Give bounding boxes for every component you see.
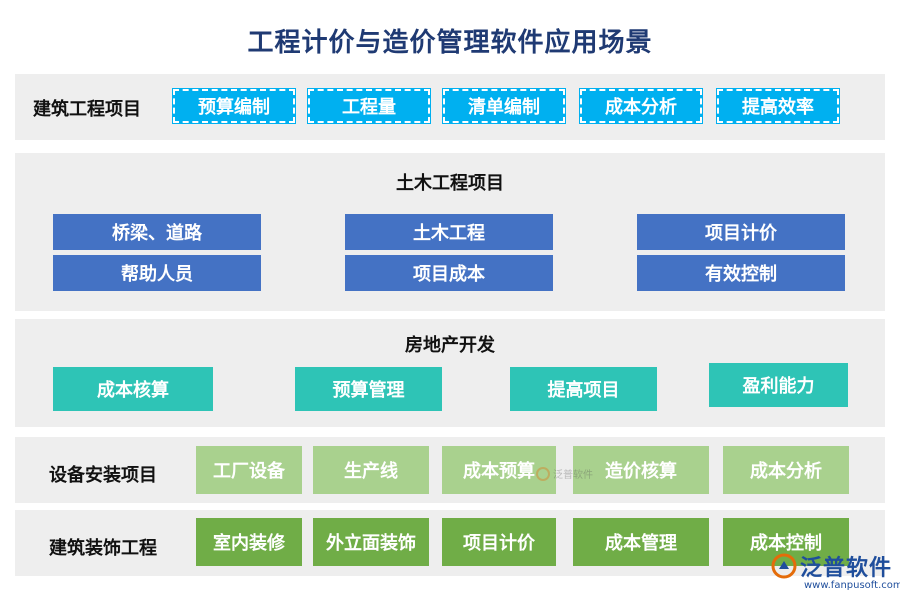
building-label: 建筑工程项目 [33, 99, 141, 120]
fanpu-logo-icon [771, 553, 797, 579]
building-item-cost-analysis: 成本分析 [579, 88, 703, 124]
watermark-icon [536, 466, 550, 481]
building-item-efficiency: 提高效率 [716, 88, 840, 124]
decoration-item-cost-mgmt: 成本管理 [573, 518, 709, 566]
civil-item-pricing: 项目计价 [637, 214, 845, 250]
equipment-item-production-line: 生产线 [313, 446, 429, 494]
building-item-budgeting: 预算编制 [172, 88, 296, 124]
realestate-item-budget-mgmt: 预算管理 [295, 367, 442, 411]
realestate-item-improve-project: 提高项目 [510, 367, 657, 411]
decoration-item-cost-control: 成本控制 [723, 518, 849, 566]
realestate-heading: 房地产开发 [405, 335, 495, 356]
realestate-panel: 房地产开发 成本核算 预算管理 提高项目 盈利能力 [15, 319, 885, 427]
civil-item-effective-control: 有效控制 [637, 255, 845, 291]
civil-item-civil-works: 土木工程 [345, 214, 553, 250]
realestate-item-profitability: 盈利能力 [709, 363, 848, 407]
decoration-item-pricing: 项目计价 [442, 518, 556, 566]
watermark-text: 泛普软件 [553, 470, 593, 481]
building-item-quantity: 工程量 [307, 88, 431, 124]
civil-panel: 土木工程项目 桥梁、道路 土木工程 项目计价 帮助人员 项目成本 有效控制 [15, 153, 885, 311]
page-title: 工程计价与造价管理软件应用场景 [247, 28, 653, 58]
watermark: 泛普软件 [536, 466, 593, 481]
civil-item-project-cost: 项目成本 [345, 255, 553, 291]
brand-logo: 泛普软件 www.fanpusoft.com [770, 550, 900, 595]
building-panel: 建筑工程项目 预算编制 工程量 清单编制 成本分析 提高效率 [15, 74, 885, 140]
realestate-item-cost-accounting: 成本核算 [53, 367, 213, 411]
equipment-label: 设备安装项目 [49, 465, 157, 486]
equipment-item-factory: 工厂设备 [196, 446, 302, 494]
equipment-item-cost-accounting: 造价核算 [573, 446, 709, 494]
equipment-item-cost-analysis: 成本分析 [723, 446, 849, 494]
decoration-panel: 建筑装饰工程 室内装修 外立面装饰 项目计价 成本管理 成本控制 [15, 510, 885, 576]
decoration-label: 建筑装饰工程 [49, 538, 157, 559]
civil-heading: 土木工程项目 [396, 173, 504, 194]
building-item-bill: 清单编制 [442, 88, 566, 124]
decoration-item-facade: 外立面装饰 [313, 518, 429, 566]
logo-url: www.fanpusoft.com [804, 580, 900, 591]
logo-name: 泛普软件 [800, 556, 893, 581]
civil-item-bridges-roads: 桥梁、道路 [53, 214, 261, 250]
civil-item-assist-staff: 帮助人员 [53, 255, 261, 291]
decoration-item-interior: 室内装修 [196, 518, 302, 566]
equipment-panel: 设备安装项目 工厂设备 生产线 成本预算 造价核算 成本分析 [15, 437, 885, 503]
